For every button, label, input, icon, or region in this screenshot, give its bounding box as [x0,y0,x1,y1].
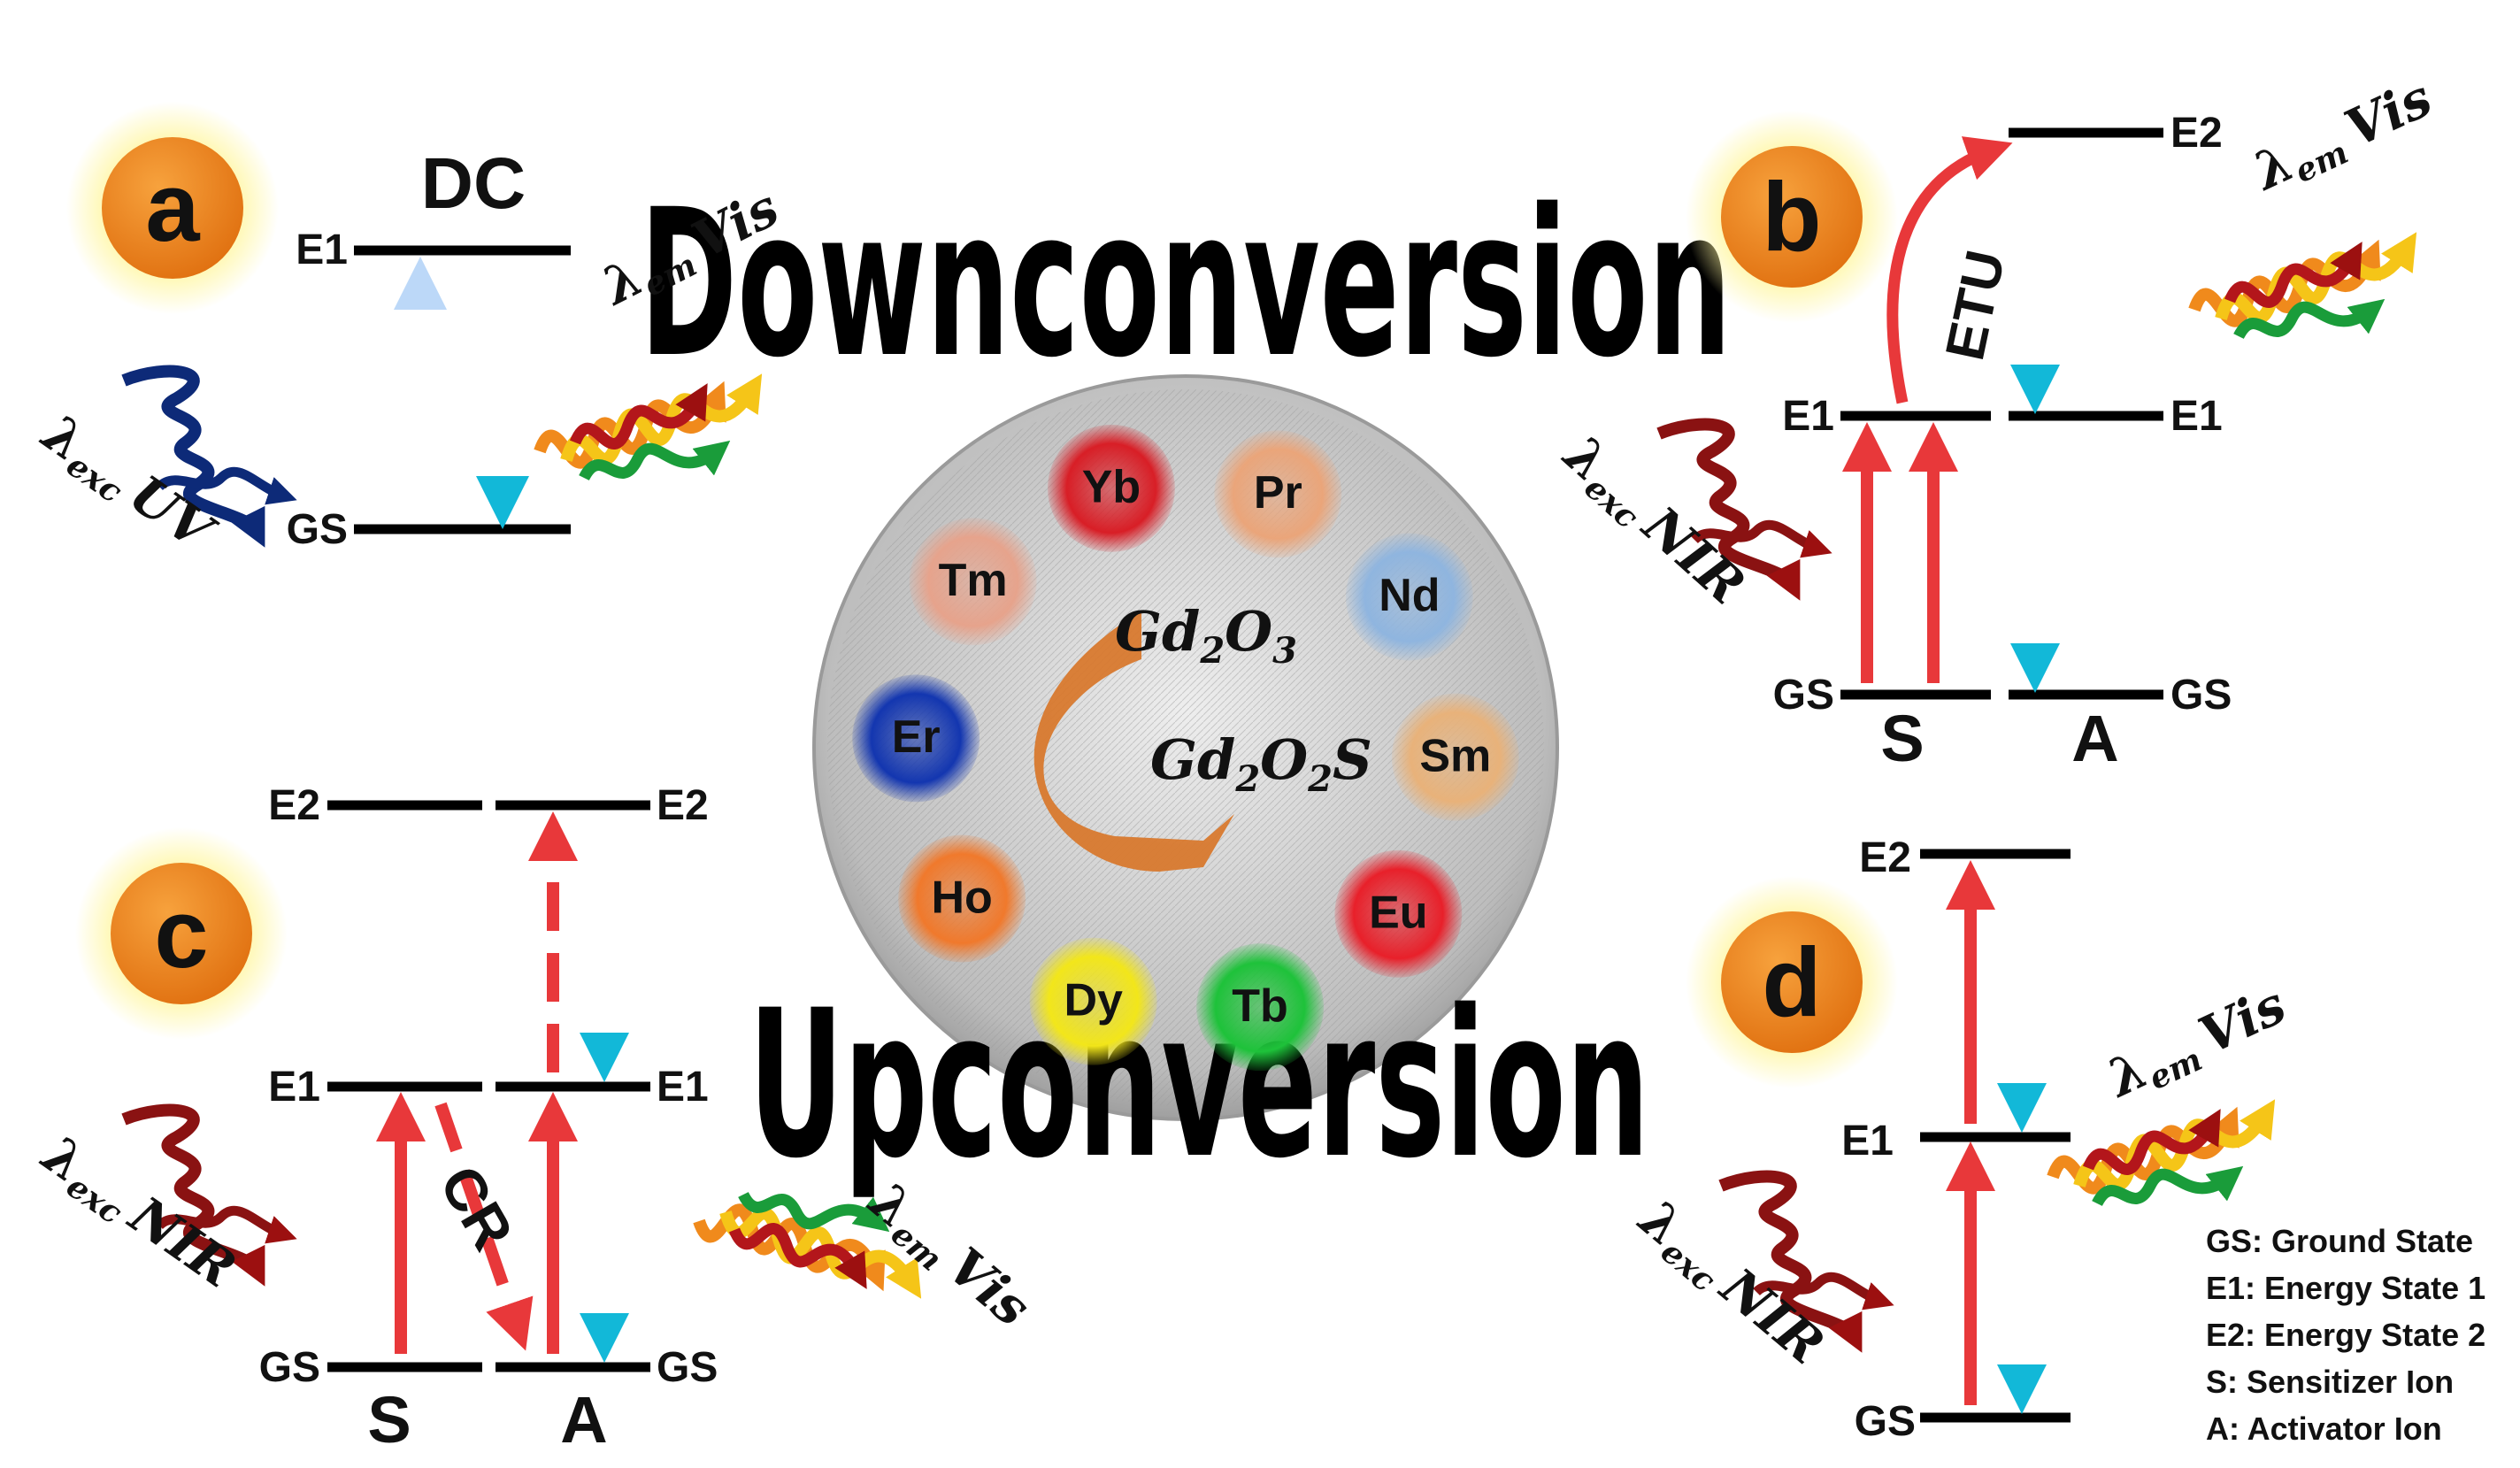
panel-b-etu-label: ETU [1934,245,2017,365]
panel-c-label-gs-left: GS [259,1344,320,1391]
panel-b-label-gs-right: GS [2170,672,2232,719]
downconversion-title: Downconversion [640,166,1732,403]
panel-b-emission-label: λemVis [2242,67,2442,206]
badge-b-letter: b [1762,163,1821,272]
ion-label-nd: Nd [1379,570,1440,621]
panel-c-label-e2-right: E2 [657,782,709,829]
panel-d-emission-waves [2053,1115,2265,1203]
badge-a [102,137,243,279]
ion-sphere-nd [1345,533,1473,661]
host-conversion-arrow [1033,611,1234,872]
ion-label-sm: Sm [1419,730,1491,781]
panel-d-label-e2: E2 [1859,834,1911,881]
panel-c-cr-label: CR [427,1155,526,1261]
legend-item: S: Sensitizer Ion [2206,1364,2454,1400]
panel-c-label-s: S [367,1383,411,1456]
ion-sphere-ho [898,834,1026,963]
panel-b-excitation-label: λexcNIR [1548,423,1756,619]
panel-d-label-gs: GS [1855,1398,1916,1445]
legend: GS: Ground State E1: Energy State 1 E2: … [2206,1223,2485,1447]
panel-c-label-a: A [560,1383,607,1456]
ion-label-tm: Tm [939,555,1008,606]
panel-b-label-e2: E2 [2170,110,2223,157]
badge-d-letter: d [1762,928,1821,1037]
panel-c-label-e1-left: E1 [268,1064,320,1111]
panel-c-label-gs-right: GS [657,1344,718,1391]
panel-d-excited-state-absorption: d E2 E1 GS λexcNIR λemVis GS: Ground Sta… [1627,834,2485,1447]
panel-b-label-s: S [1880,702,1924,775]
panel-b-emission-waves [2194,248,2407,336]
panel-b-label-gs-left: GS [1773,672,1834,719]
badge-b [1721,146,1863,288]
panel-c-cr-arrow [434,1102,534,1351]
panel-d-label-e1: E1 [1841,1118,1894,1164]
center-panel: Downconversion Upconversion PrNdSmEuTbDy… [640,166,1732,1203]
host-formula-gd2o3: Gd2O3 [1115,599,1297,672]
panel-a-label-gs: GS [287,506,348,553]
badge-d [1721,911,1863,1053]
ion-label-tb: Tb [1232,980,1288,1032]
panel-c-label-e1-right: E1 [657,1064,709,1111]
panel-b-label-e1-left: E1 [1782,393,1834,440]
badge-c [111,863,252,1004]
ion-sphere-tm [909,518,1037,646]
legend-item: GS: Ground State [2206,1223,2473,1259]
host-formula-gd2o2s: Gd2O2S [1150,727,1372,800]
panel-a-title: DC [421,143,526,224]
legend-item: E1: Energy State 1 [2206,1270,2485,1306]
legend-item: E2: Energy State 2 [2206,1317,2485,1353]
ion-label-ho: Ho [931,872,992,923]
badge-a-letter: a [145,153,200,262]
ion-sphere-dy [1029,937,1157,1065]
panel-a-label-e1: E1 [296,227,348,273]
ion-sphere-tb [1196,943,1325,1072]
ion-sphere-sm [1391,693,1519,821]
ion-sphere-pr [1214,430,1342,558]
badge-c-letter: c [154,880,208,988]
panel-b-etu-arrow [1886,136,2013,404]
ion-label-dy: Dy [1064,974,1123,1026]
legend-item: A: Activator Ion [2206,1410,2442,1447]
ion-sphere-eu [1334,849,1463,978]
ion-label-pr: Pr [1254,467,1302,519]
ion-label-er: Er [892,711,941,763]
ion-label-eu: Eu [1369,888,1427,939]
panel-d-emission-label: λemVis [2096,974,2296,1113]
panel-c-label-e2-left: E2 [268,782,320,829]
ion-label-yb: Yb [1082,462,1141,513]
ion-sphere-er [852,674,980,803]
panel-b-label-a: A [2071,702,2118,775]
ion-sphere-yb [1047,424,1175,552]
panel-b-label-e1-right: E1 [2170,393,2223,440]
